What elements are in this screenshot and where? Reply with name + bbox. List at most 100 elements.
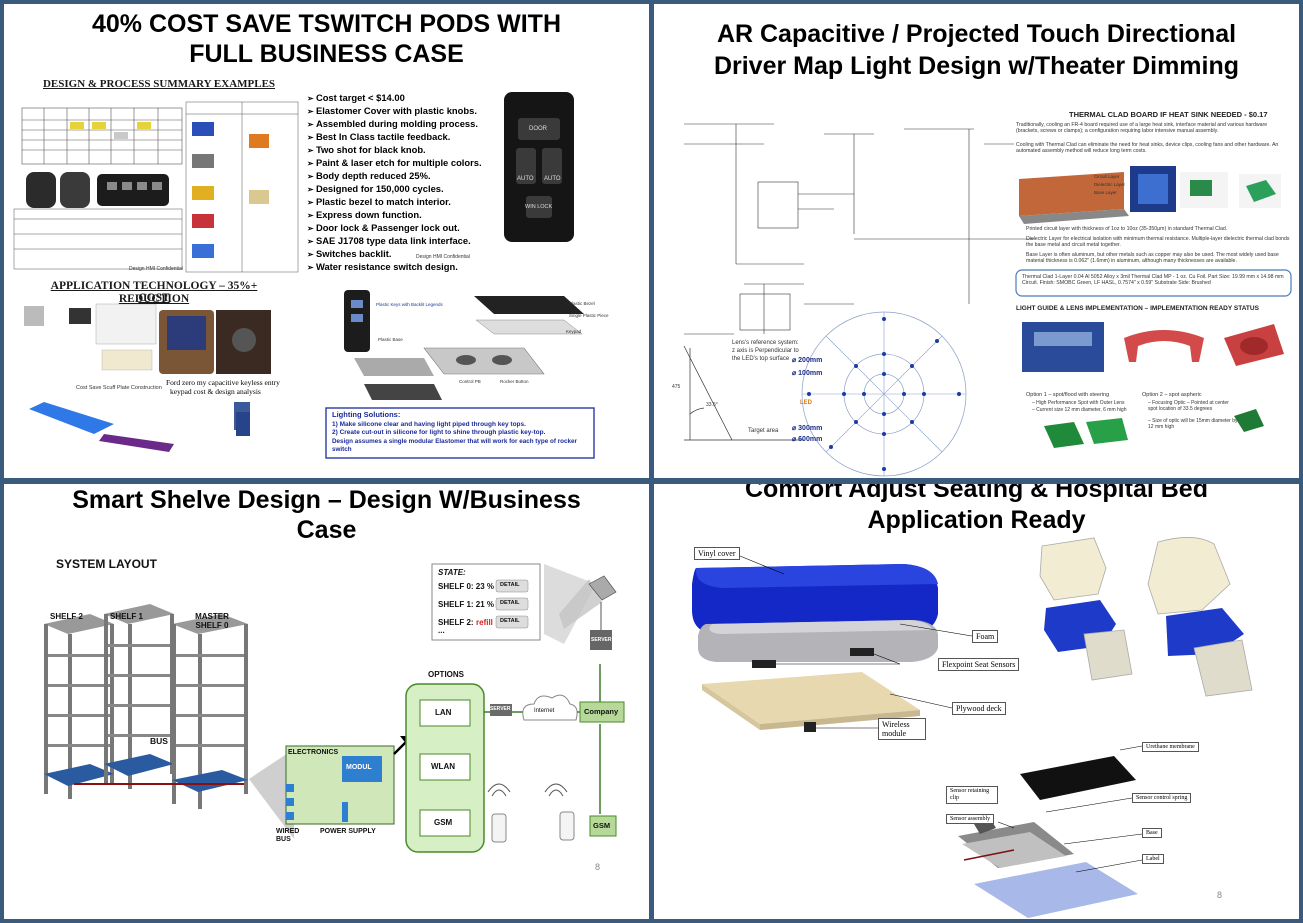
thermal-text-2: Cooling with Thermal Clad can eliminate … [1016, 142, 1279, 155]
detail-button-shelf2[interactable]: DETAIL [500, 618, 520, 624]
internet-label: Internet [534, 708, 555, 714]
radius-600-label: ⌀ 600mm [792, 436, 823, 443]
callout-flexpoint-sensors: Flexpoint Seat Sensors [938, 658, 1020, 671]
page-number: 8 [1217, 890, 1223, 900]
panel-title-line2: Driver Map Light Design w/Theater Dimmin… [713, 52, 1240, 80]
height-label: 475 [672, 384, 681, 390]
callout-sensor-assembly: Sensor assembly [946, 814, 995, 824]
option1-label: Option 1 – spot/flood with steering [1026, 392, 1110, 398]
map-light-drawings [683, 123, 1292, 477]
panel-title-line2: Case [296, 516, 357, 544]
footer-confidential: Design HMI Confidential [416, 254, 470, 260]
thermal-spec-box: Thermal Clad 1-Layer 0.04 Al 5052 Alloy … [1022, 274, 1284, 287]
feature-item: SAE J1708 type data link interface. [307, 235, 497, 248]
detail-button-shelf1[interactable]: DETAIL [500, 600, 520, 606]
options-label: OPTIONS [428, 670, 465, 679]
server-label-lower: SERVER [490, 706, 511, 712]
callout-control-spring: Sensor control spring [1132, 793, 1192, 803]
circuit-bullet: Printed circuit layer with thickness of … [1026, 226, 1228, 232]
exploded-label-bezel: Plastic Bezel [569, 301, 595, 306]
detail-button-shelf0[interactable]: DETAIL [500, 582, 520, 588]
feature-item: Body depth reduced 25%. [307, 170, 497, 183]
option2-detail-a: – Focusing Optic – Pointed at center spo… [1148, 400, 1229, 412]
app-tech-heading-line2: REDUCTION [118, 293, 190, 305]
modul-label: MODUL [346, 764, 372, 771]
panel-title-line1: Smart Shelve Design – Design W/Business [72, 486, 581, 514]
option-lan: LAN [435, 708, 452, 717]
system-layout-label: SYSTEM LAYOUT [56, 557, 157, 571]
feature-item: Paint & laser etch for multiple colors. [307, 157, 497, 170]
feature-item: Two shot for black knob. [307, 144, 497, 157]
feature-item: Assembled during molding process. [307, 118, 497, 131]
lens-note-2: z axis is Perpendicular to [732, 348, 799, 354]
panel-comfort-seating: Comfort Adjust Seating & Hospital Bed Ap… [654, 484, 1299, 919]
callout-retaining-clip: Sensor retaining clip [946, 786, 998, 804]
ford-caption-line1: Ford zero my capacitive keyless entry [166, 378, 280, 387]
option-wlan: WLAN [431, 762, 455, 771]
panel-map-light-design: AR Capacitive / Projected Touch Directio… [654, 4, 1299, 478]
lens-note-3: the LED's top surface [732, 356, 790, 362]
option-gsm: GSM [434, 818, 453, 827]
cost-save-caption: Cost Save Scuff Plate Construction [76, 385, 162, 391]
callout-vinyl-cover: Vinyl cover [694, 547, 740, 560]
layer-label-base: Base Layer [1094, 190, 1117, 195]
radius-200-label: ⌀ 200mm [792, 357, 823, 364]
option2-label: Option 2 – spot aspheric [1142, 392, 1202, 398]
switch-label-win-lock: WIN LOCK [525, 204, 553, 210]
base-bullet: Base Layer is often aluminum, but other … [1026, 252, 1279, 265]
power-supply-label: POWER SUPPLY [320, 828, 376, 835]
shelf-2-label: SHELF 2 [50, 612, 83, 621]
exploded-label-keypad: Keypad [566, 329, 582, 334]
led-label: LED [800, 400, 812, 406]
callout-wireless-module: Wireless module [878, 718, 926, 740]
panel-smart-shelve: Smart Shelve Design – Design W/Business … [4, 484, 649, 919]
server-label-upper: SERVER [591, 637, 612, 643]
wired-bus-label: WIRED BUS [276, 828, 300, 843]
switch-label-auto-left: AUTO [517, 176, 534, 182]
feature-item: Designed for 150,000 cycles. [307, 183, 497, 196]
panel-tswitch-pods: 40% COST SAVE TSWITCH PODS WITH FULL BUS… [4, 4, 649, 478]
option1-detail-a: – High Performance Spot with Outer Lens [1032, 400, 1125, 406]
feature-item: Cost target < $14.00 [307, 92, 497, 105]
app-tech-heading-line1: APPLICATION TECHNOLOGY – 35%+ COST [50, 280, 258, 304]
callout-base: Base [1142, 828, 1162, 838]
panel-title-line1: Comfort Adjust Seating & Hospital Bed [745, 484, 1208, 503]
smart-shelve-diagram [44, 563, 625, 853]
exploded-label-rocker: Rocker Button [500, 379, 529, 384]
state-row-shelf0: SHELF 0: 23 % [438, 582, 495, 591]
lighting-item-1: 1) Make silicone clear and having light … [332, 421, 526, 428]
exploded-label-keys: Plastic Keys with Backlit Legends [376, 302, 443, 307]
feature-item: Best In Class tactile feedback. [307, 131, 497, 144]
exploded-label-control-pb: Control PB [459, 379, 481, 384]
page-number: 8 [595, 862, 601, 872]
callout-label: Label [1142, 854, 1164, 864]
thermal-text-1: Traditionally, cooling an FR-4 board req… [1016, 122, 1268, 135]
lighting-heading: Lighting Solutions: [332, 410, 401, 419]
callout-plywood-deck: Plywood deck [952, 702, 1006, 715]
feature-item: Door lock & Passenger lock out. [307, 222, 497, 235]
lens-note-1: Lens's reference system: [732, 340, 799, 346]
tswitch-illustrations [13, 92, 595, 459]
ford-caption-line2: keypad cost & design analysis [170, 387, 261, 396]
feature-item: Switches backlit. [307, 248, 497, 261]
electronics-label: ELECTRONICS [288, 749, 339, 756]
tswitch-feature-list: Cost target < $14.00 Elastomer Cover wit… [307, 92, 497, 274]
company-label: Company [584, 707, 619, 716]
state-ellipsis: ... [438, 626, 445, 635]
panel-title-line1: 40% COST SAVE TSWITCH PODS WITH [91, 10, 562, 38]
bus-label: BUS [150, 736, 168, 746]
radius-100-label: ⌀ 100mm [792, 370, 823, 377]
state-refill-text: refill [476, 618, 493, 627]
state-heading: STATE: [438, 568, 466, 577]
dielectric-bullet: Dielectric Layer for electrical isolatio… [1026, 236, 1290, 249]
callout-urethane-membrane: Urethane membrane [1142, 742, 1199, 752]
target-area-label: Target area [748, 428, 779, 434]
switch-label-auto-right: AUTO [544, 176, 561, 182]
layer-label-circuit: Circuit Layer [1094, 174, 1120, 179]
thermal-heading: THERMAL CLAD BOARD IF HEAT SINK NEEDED -… [1069, 110, 1268, 119]
exploded-label-base: Plastic Base [378, 337, 403, 342]
option1-detail-b: – Current size 12 mm diameter, 6 mm high [1032, 407, 1127, 413]
feature-item: Plastic bezel to match interior. [307, 196, 497, 209]
footer-confidential-left: Design HMI Confidential [129, 266, 183, 272]
lighting-item-2: 2) Create cut-out in silicone for light … [332, 429, 546, 436]
